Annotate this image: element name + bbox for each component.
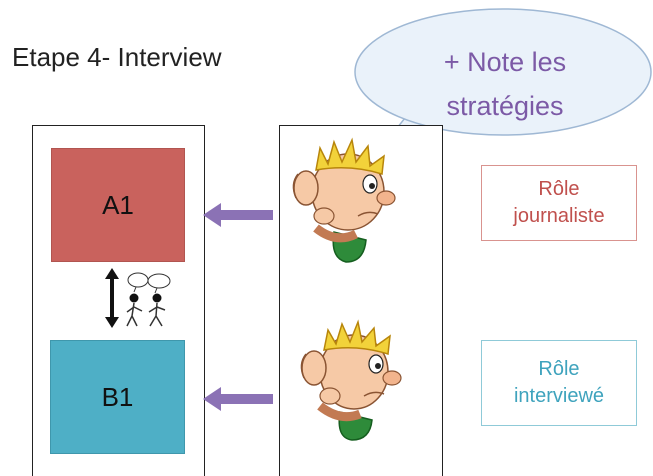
role-interviewe-line-1: Rôle [538, 358, 580, 380]
role-journaliste-box: Rôle journaliste [481, 165, 637, 241]
listening-boy-icon [300, 319, 402, 441]
box-a1-label: A1 [102, 189, 134, 220]
box-b1-label: B1 [101, 381, 134, 412]
bubble-line-2: stratégies [446, 91, 564, 121]
role-journaliste-line-2: journaliste [513, 205, 605, 227]
bubble-line-1: + Note les [443, 47, 567, 77]
role-interviewe-box: Rôle interviewé [481, 340, 637, 426]
listening-boy-icon [292, 137, 396, 263]
bubble-text: + Note les stratégies [395, 40, 615, 128]
arrow-left-icon [203, 203, 273, 227]
box-a1: A1 [51, 148, 185, 262]
role-journaliste-line-1: Rôle [538, 178, 580, 200]
talking-people-icon [126, 272, 171, 327]
page-title: Etape 4- Interview [12, 42, 222, 72]
role-interviewe-line-2: interviewé [513, 385, 605, 407]
box-b1: B1 [50, 340, 185, 454]
double-arrow-icon [105, 268, 119, 328]
arrow-left-icon [203, 387, 273, 411]
